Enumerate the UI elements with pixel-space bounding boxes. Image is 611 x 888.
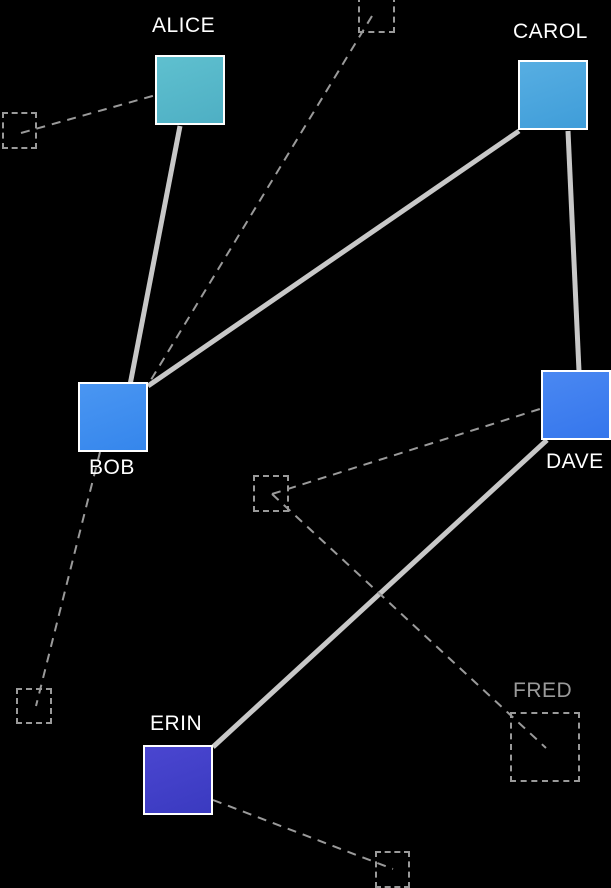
edge-ghost-top-center-to-bob[interactable] [145,15,373,389]
node-label-erin: ERIN [150,712,203,735]
ghost-node-ghost-fred[interactable] [510,712,580,782]
node-label-dave: DAVE [546,450,604,473]
node-dave[interactable] [541,370,611,440]
node-carol[interactable] [518,60,588,130]
ghost-node-ghost-middle[interactable] [253,475,289,512]
edge-bob-to-ghost-bottom-left[interactable] [35,451,101,707]
node-label-carol: CAROL [513,20,588,43]
node-erin[interactable] [143,745,213,815]
node-alice[interactable] [155,55,225,125]
edge-erin-to-ghost-bottom-center[interactable] [212,799,394,870]
ghost-node-ghost-top-center[interactable] [358,0,395,33]
edge-ghost-middle-to-ghost-fred[interactable] [271,493,547,749]
node-label-bob: BOB [89,456,135,479]
node-label-alice: ALICE [152,14,216,37]
edge-carol-to-dave[interactable] [565,130,582,372]
edge-alice-to-bob[interactable] [127,125,183,386]
edge-carol-to-bob[interactable] [146,128,521,389]
ghost-node-ghost-top-left[interactable] [2,112,37,149]
ghost-node-ghost-bottom-left[interactable] [16,688,52,724]
ghost-node-ghost-bottom-center[interactable] [375,851,410,888]
edge-ghost-top-left-to-alice[interactable] [20,94,157,134]
node-bob[interactable] [78,382,148,452]
node-label-ghost-fred: FRED [513,679,573,702]
